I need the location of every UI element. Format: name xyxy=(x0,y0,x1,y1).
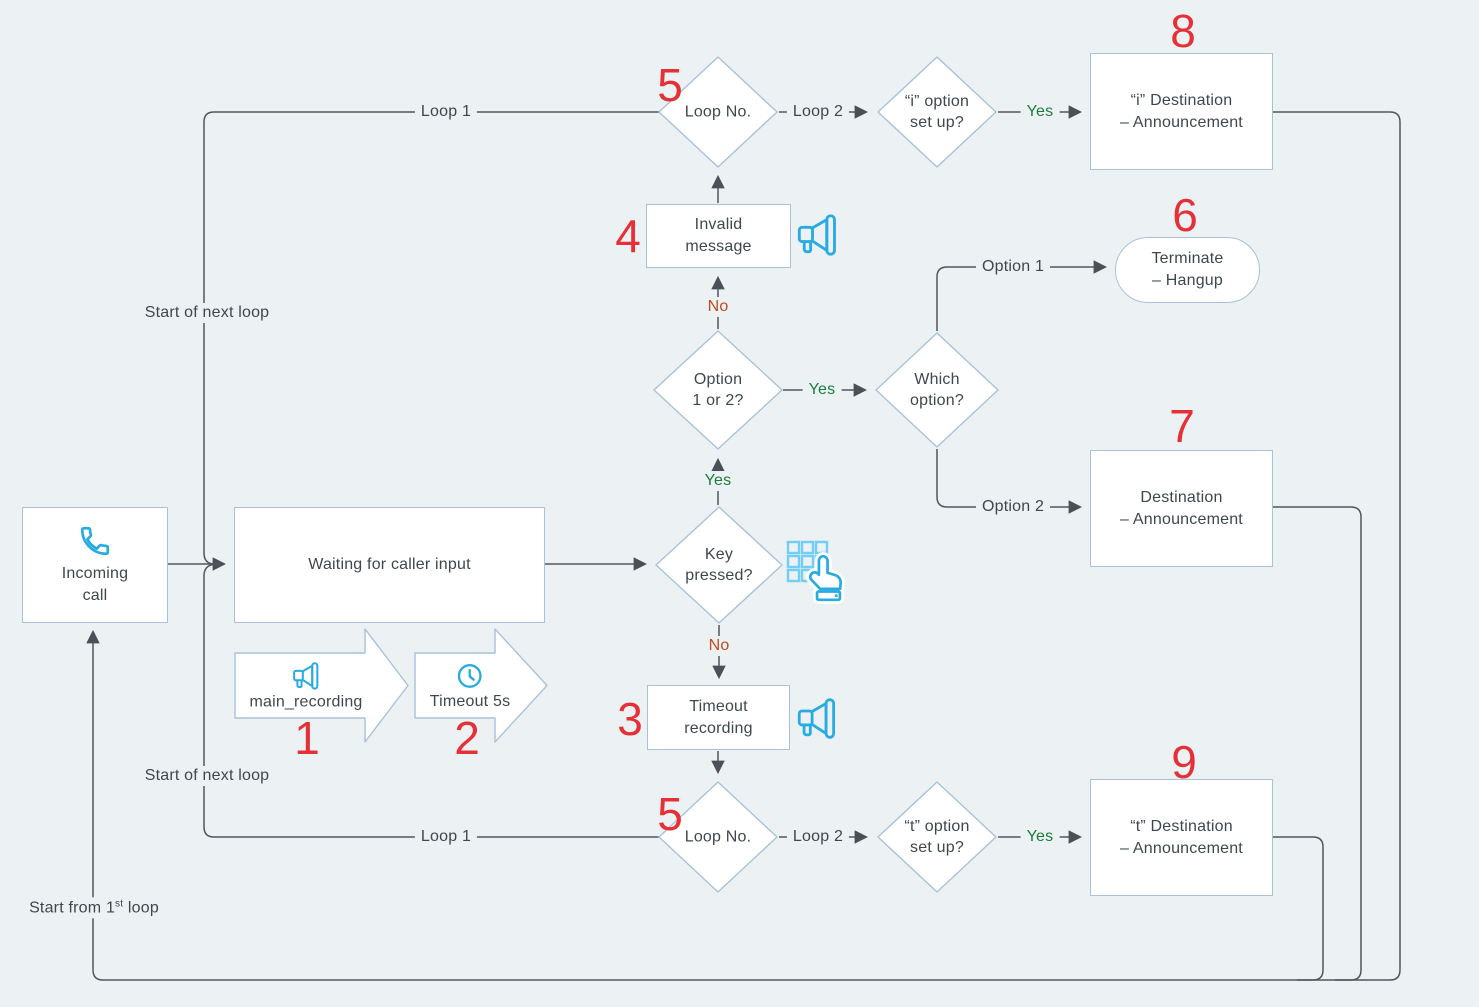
phone-icon xyxy=(80,526,110,556)
loop-no-top-label: Loop No. xyxy=(684,103,752,121)
t-option-label: “t” option set up? xyxy=(904,817,970,856)
yes-t-option-label: Yes xyxy=(1020,827,1060,847)
megaphone-icon xyxy=(797,698,836,739)
t-destination-node: “t” Destination – Announcement xyxy=(1090,779,1273,896)
waiting-label: Waiting for caller input xyxy=(308,556,471,574)
step-number-1: 1 xyxy=(294,712,320,764)
option-1-or-2-label: Option 1 or 2? xyxy=(692,370,744,409)
yes-which-option-label: Yes xyxy=(802,380,842,400)
key-pressed-diamond xyxy=(655,506,783,624)
connector-loop1-bottom-return xyxy=(203,563,659,838)
option-1-or-2-diamond xyxy=(653,330,783,450)
main-recording-arrow-shape xyxy=(234,628,409,743)
t-option-diamond xyxy=(877,781,997,893)
start-of-next-loop-bottom-label: Start of next loop xyxy=(138,766,276,786)
step-number-5-bottom: 5 xyxy=(657,788,683,840)
loop2-bottom-label: Loop 2 xyxy=(786,827,850,847)
loop1-top-label: Loop 1 xyxy=(414,102,478,122)
clock-icon xyxy=(458,664,482,688)
connector-loop1-top-return xyxy=(203,111,659,565)
loop-no-bottom-diamond xyxy=(658,781,778,893)
megaphone-icon xyxy=(797,214,836,256)
loop-no-top-diamond xyxy=(658,56,778,168)
step-number-2: 2 xyxy=(454,712,480,764)
step-number-6: 6 xyxy=(1172,189,1198,241)
hand-pointer-icon xyxy=(806,552,845,604)
which-option-label: Which option? xyxy=(910,370,964,409)
no-invalid-label: No xyxy=(701,297,735,317)
connector-t-destination-return xyxy=(1273,836,1324,981)
loop1-bottom-label: Loop 1 xyxy=(414,827,478,847)
timeout-5s-arrow-shape xyxy=(414,628,548,743)
connector-destination-return xyxy=(1273,506,1362,981)
main-recording-content: main_recording xyxy=(249,661,362,712)
connector-which-option1-to-terminate xyxy=(936,260,1108,331)
no-key-pressed-label: No xyxy=(702,636,736,656)
option2-label: Option 2 xyxy=(975,497,1051,517)
option1-label: Option 1 xyxy=(975,257,1051,277)
timeout-recording-node: Timeout recording xyxy=(647,685,790,750)
step-number-3: 3 xyxy=(617,693,643,745)
step-number-5-top: 5 xyxy=(657,59,683,111)
incoming-call-node: Incoming call xyxy=(22,507,168,623)
connector-which-option2-to-destination xyxy=(936,449,1083,514)
step-number-4: 4 xyxy=(615,210,641,262)
timeout-5s-content: Timeout 5s xyxy=(430,662,511,712)
megaphone-icon xyxy=(292,662,318,690)
key-pressed-label: Key pressed? xyxy=(685,545,753,584)
start-of-next-loop-top-label: Start of next loop xyxy=(138,303,276,323)
waiting-node: Waiting for caller input xyxy=(234,507,545,623)
i-option-label: “i” option set up? xyxy=(904,92,970,131)
invalid-message-node: Invalid message xyxy=(646,204,791,268)
start-from-first-loop-label: Start from 1st loop xyxy=(23,897,165,919)
step-number-7: 7 xyxy=(1169,400,1195,452)
destination-node: Destination – Announcement xyxy=(1090,450,1273,567)
i-option-diamond xyxy=(877,56,997,168)
which-option-diamond xyxy=(875,332,999,448)
step-number-8: 8 xyxy=(1170,5,1196,57)
connector-i-destination-return-to-start xyxy=(86,111,1401,981)
loop-no-bottom-label: Loop No. xyxy=(684,828,752,846)
i-destination-node: “i” Destination – Announcement xyxy=(1090,53,1273,170)
terminate-node: Terminate – Hangup xyxy=(1115,237,1260,303)
yes-i-option-label: Yes xyxy=(1020,102,1060,122)
step-number-9: 9 xyxy=(1171,736,1197,788)
yes-key-pressed-label: Yes xyxy=(698,471,738,491)
incoming-call-label: Incoming call xyxy=(61,564,129,604)
loop2-top-label: Loop 2 xyxy=(786,102,850,122)
